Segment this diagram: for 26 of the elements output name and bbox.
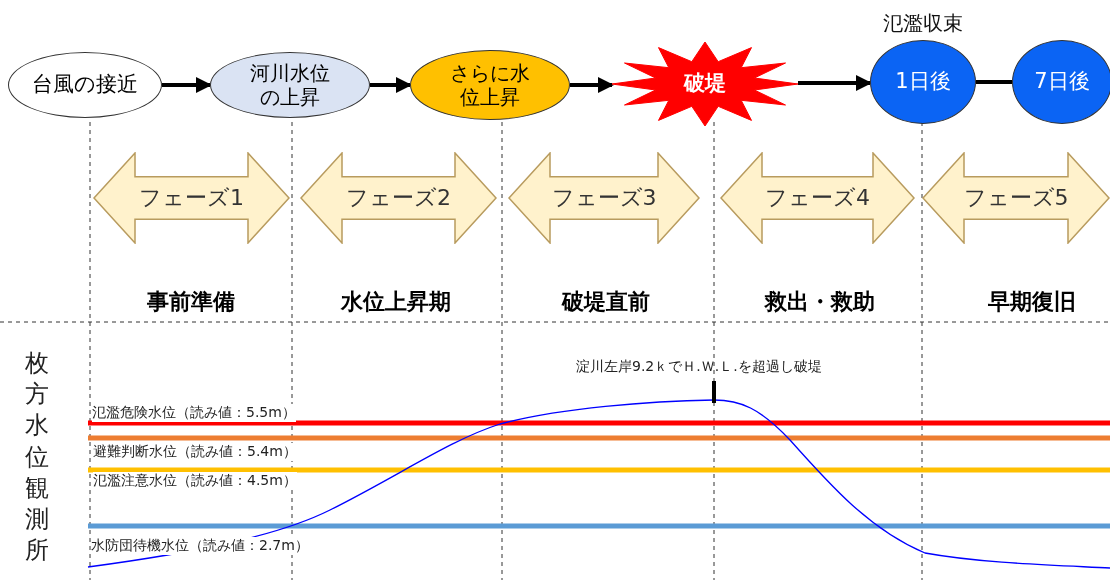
arrow (798, 75, 872, 91)
explosion-shape: 破堤 (612, 42, 798, 126)
event-ellipse: 台風の接近 (8, 52, 162, 118)
phase-name: 水位上昇期 (341, 287, 451, 316)
event-ellipse: 河川水位の上昇 (210, 52, 370, 118)
phase-banner: フェーズ2 (300, 152, 497, 244)
phase-name: 救出・救助 (765, 287, 875, 316)
phase-name: 早期復旧 (988, 287, 1076, 316)
threshold-label: 氾濫注意水位（読み値：4.5m） (93, 472, 297, 490)
phase-banner: フェーズ4 (720, 152, 915, 244)
threshold-label: 氾濫危険水位（読み値：5.5m） (92, 404, 296, 422)
connector-line (976, 80, 1012, 84)
arrow (570, 77, 614, 93)
phase-banner: フェーズ1 (93, 152, 290, 244)
phase-name: 事前準備 (147, 287, 235, 316)
phase-banner: フェーズ5 (922, 152, 1110, 244)
event-ellipse: さらに水位上昇 (410, 50, 570, 120)
arrow (162, 77, 212, 93)
phase-banner: フェーズ3 (508, 152, 700, 244)
station-name: 枚方水位観測所 (24, 348, 51, 567)
event-ellipse: 7日後 (1012, 40, 1110, 124)
arrow (370, 77, 412, 93)
breach-annotation: 淀川左岸9.2ｋでＨ.Ｗ.Ｌ.を超過し破堤 (576, 358, 822, 376)
phase-name: 破堤直前 (562, 287, 650, 316)
node-caption: 氾濫収束 (883, 10, 963, 37)
event-ellipse: 1日後 (870, 40, 976, 124)
